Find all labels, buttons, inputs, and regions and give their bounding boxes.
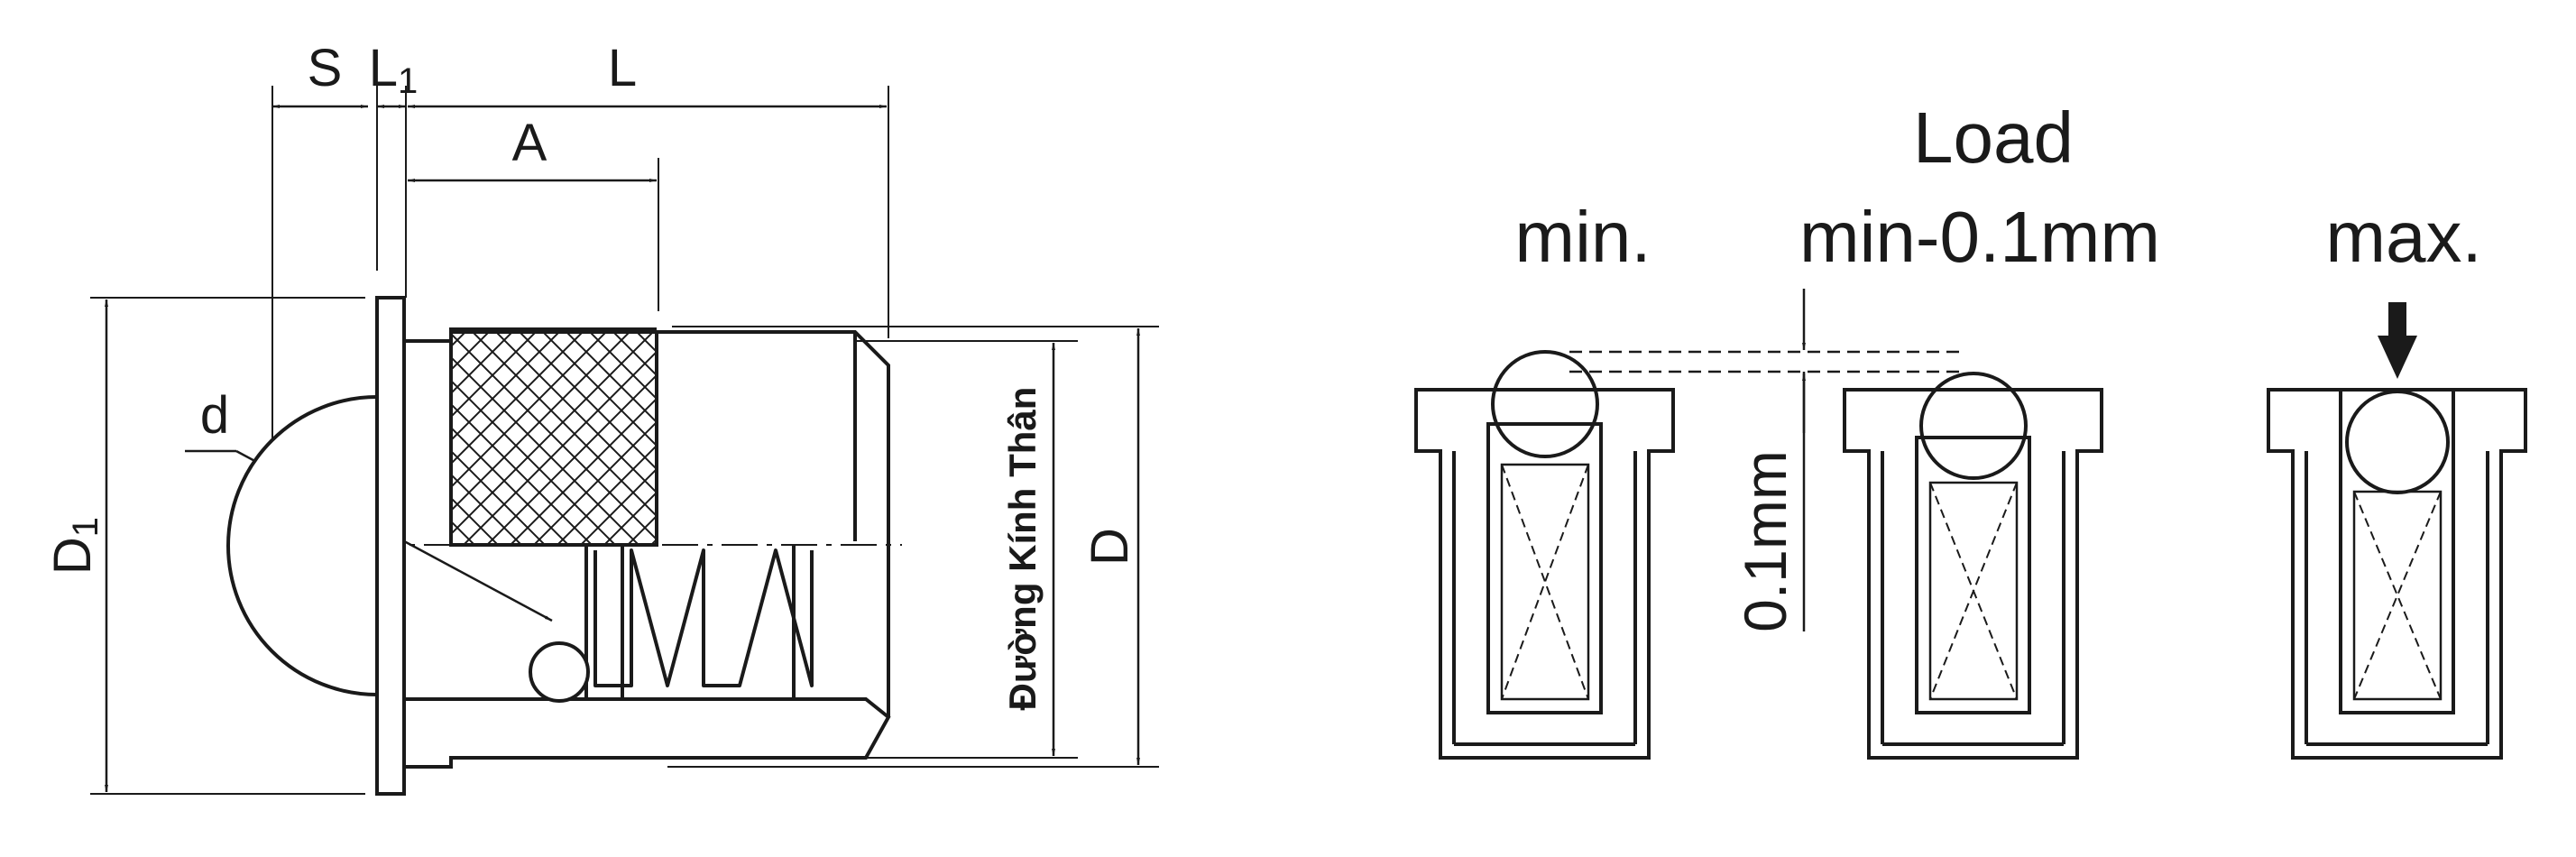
label-body-diameter: Đường Kính Thân bbox=[1001, 387, 1044, 711]
housing-max bbox=[2267, 388, 2527, 760]
label-state-min-01: min-0.1mm bbox=[1799, 197, 2160, 277]
label-offset: 0.1mm bbox=[1732, 450, 1799, 632]
housing-min bbox=[1414, 350, 1675, 760]
label-d1: D1 bbox=[43, 517, 106, 575]
label-state-max: max. bbox=[2325, 197, 2481, 277]
knurled-grip bbox=[449, 330, 658, 547]
label-state-min: min. bbox=[1514, 197, 1651, 277]
load-arrow-icon bbox=[2378, 302, 2417, 379]
ball-max bbox=[2345, 390, 2450, 494]
label-a: A bbox=[512, 114, 547, 172]
extension-lines bbox=[90, 86, 1159, 795]
label-load: Load bbox=[1913, 97, 2074, 178]
ball-min bbox=[1491, 350, 1599, 458]
label-l1: L1 bbox=[369, 39, 419, 101]
label-d-big: D bbox=[1081, 528, 1139, 566]
label-d-small: d bbox=[200, 386, 229, 445]
ball-min-01 bbox=[1919, 372, 2028, 480]
housing-min-01 bbox=[1843, 372, 2103, 760]
side-view: S L1 L A d D1 Đường Kính Thân D bbox=[43, 39, 1159, 796]
ball bbox=[226, 395, 378, 696]
spring bbox=[593, 548, 814, 687]
label-s: S bbox=[308, 39, 343, 97]
small-ball bbox=[529, 641, 590, 703]
label-l: L bbox=[608, 39, 637, 97]
load-states: Load min. min-0.1mm max. bbox=[1414, 97, 2527, 760]
offset-reference-lines bbox=[1569, 350, 1966, 373]
